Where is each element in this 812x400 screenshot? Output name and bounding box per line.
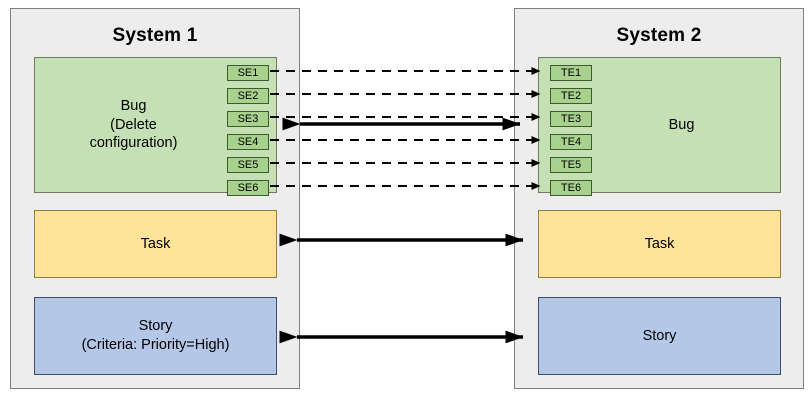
system2-field-te3[interactable]: TE3 — [550, 111, 592, 127]
system2-story-label: Story — [642, 327, 677, 344]
system1-bug-entity[interactable]: Bug (Delete configuration) SE1 SE2 SE3 S… — [34, 57, 277, 196]
system1-panel: System 1 Bug (Delete configuration) SE1 … — [10, 8, 300, 389]
system2-field-te4[interactable]: TE4 — [550, 134, 592, 150]
system2-task-entity[interactable]: Task — [538, 210, 781, 278]
system1-field-se5[interactable]: SE5 — [227, 157, 269, 173]
system2-field-te2[interactable]: TE2 — [550, 88, 592, 104]
system1-field-se1[interactable]: SE1 — [227, 65, 269, 81]
system2-task-label: Task — [644, 235, 675, 252]
system1-task-label: Task — [140, 235, 171, 252]
system1-field-se4[interactable]: SE4 — [227, 134, 269, 150]
system2-story-entity[interactable]: Story — [538, 297, 781, 375]
system2-panel: System 2 Bug TE1 TE2 TE3 TE4 TE5 TE6 Tas… — [514, 8, 804, 389]
system1-bug-label: Bug (Delete configuration) — [89, 98, 178, 152]
system1-title: System 1 — [112, 25, 198, 46]
system1-field-se2[interactable]: SE2 — [227, 88, 269, 104]
system2-title: System 2 — [616, 25, 702, 46]
system2-bug-label: Bug — [668, 116, 695, 133]
system2-field-te1[interactable]: TE1 — [550, 65, 592, 81]
system1-field-se3[interactable]: SE3 — [227, 111, 269, 127]
system1-task-entity[interactable]: Task — [34, 210, 277, 278]
system1-field-se6[interactable]: SE6 — [227, 180, 269, 196]
system2-field-te6[interactable]: TE6 — [550, 180, 592, 196]
system2-field-te5[interactable]: TE5 — [550, 157, 592, 173]
system1-story-label: Story (Criteria: Priority=High) — [81, 318, 230, 353]
system2-bug-entity[interactable]: Bug TE1 TE2 TE3 TE4 TE5 TE6 — [538, 57, 781, 196]
system1-story-entity[interactable]: Story (Criteria: Priority=High) — [34, 297, 277, 375]
